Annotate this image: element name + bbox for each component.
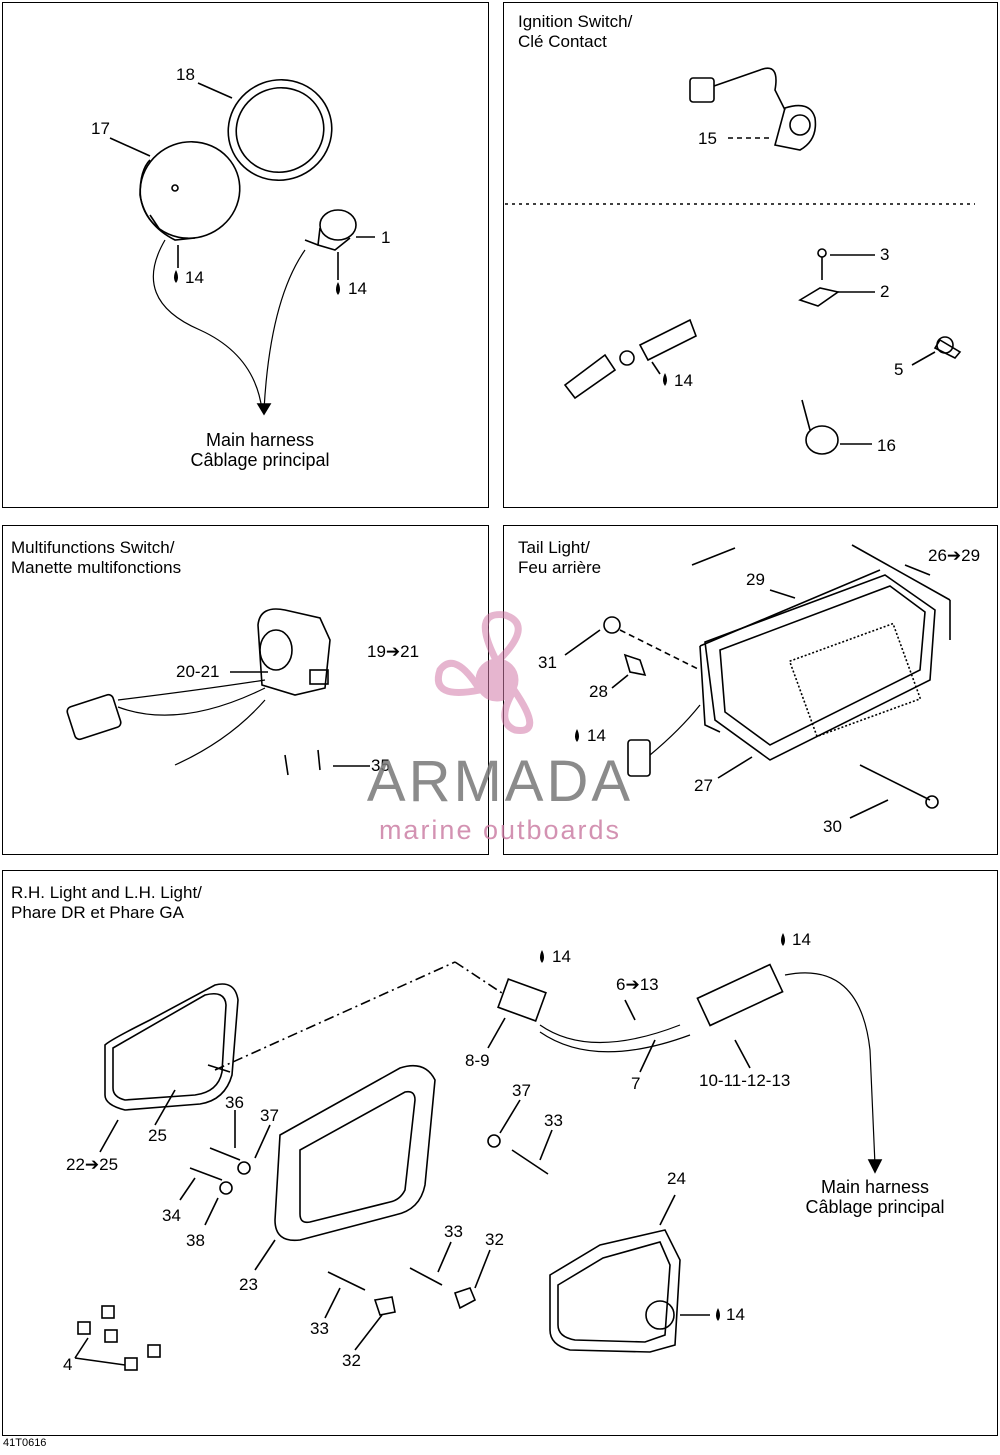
watermark-subtitle: marine outboards: [378, 815, 622, 845]
main-harness-label-top: Main harness Câblage principal: [160, 430, 360, 470]
cable-tie-part-16: [801, 399, 839, 455]
bulb-part-28: [623, 653, 647, 677]
connector-part-10-13: [696, 963, 784, 1027]
main-harness-line1: Main harness: [820, 1177, 930, 1197]
callout-32-b: 32: [342, 1351, 361, 1370]
bracket-part-2: [798, 287, 840, 307]
callout-33-a: 33: [544, 1111, 563, 1130]
taillight-title-line2: Feu arrière: [518, 558, 602, 577]
multifunction-title-line2: Manette multifonctions: [11, 558, 182, 577]
callout-36: 36: [225, 1093, 244, 1112]
callout-33-c: 33: [310, 1319, 329, 1338]
main-harness-label-bottom: Main harness Câblage principal: [775, 1177, 975, 1217]
socket-part-1: [304, 209, 357, 251]
ignition-title-line2: Clé Contact: [518, 32, 607, 51]
knob-part-32b: [373, 1296, 396, 1316]
callout-31: 31: [538, 653, 557, 672]
callout-15: 15: [698, 129, 717, 148]
callout-7: 7: [631, 1074, 641, 1093]
callout-24: 24: [667, 1169, 686, 1188]
main-harness-line2: Câblage principal: [805, 1197, 945, 1217]
callout-14-a: 14: [185, 268, 204, 287]
screw-part-36: [209, 1147, 241, 1161]
bolt-part-5: [933, 336, 962, 359]
callout-29: 29: [746, 570, 765, 589]
rh-lh-title-line2: Phare DR et Phare GA: [11, 903, 184, 922]
headlight-ring-part-18: [227, 78, 333, 182]
callout-14-c: 14: [674, 371, 693, 390]
callout-26-29: 26➔29: [928, 546, 981, 565]
connector-assembly: [563, 318, 698, 400]
callout-25: 25: [148, 1126, 167, 1145]
connector-part-8-9: [497, 978, 547, 1022]
clips-part-4: [77, 1305, 161, 1371]
headlight-lamp-part-17: [139, 140, 241, 241]
callout-18: 18: [176, 65, 195, 84]
rh-lh-title-line1: R.H. Light and L.H. Light/: [11, 883, 202, 902]
multifunction-title-line1: Multifunctions Switch/: [11, 538, 175, 557]
screw-part-30: [859, 764, 939, 809]
lamp-part-25: [104, 983, 239, 1111]
grommet-part-31: [603, 616, 621, 634]
taillight-title-line1: Tail Light/: [518, 538, 590, 557]
panel-headlight: [2, 2, 489, 508]
callout-17: 17: [91, 119, 110, 138]
callout-22-25: 22➔25: [66, 1155, 119, 1174]
callout-34: 34: [162, 1206, 181, 1225]
callout-30: 30: [823, 817, 842, 836]
lamp-part-24: [549, 1229, 681, 1353]
bolt-part-33c: [327, 1271, 366, 1291]
panel-ignition-switch: [503, 2, 998, 508]
screw-part-3: [817, 248, 827, 280]
callout-14-b: 14: [348, 279, 367, 298]
main-harness-line2: Câblage principal: [190, 450, 330, 470]
callout-10-13: 10-11-12-13: [699, 1071, 791, 1090]
multifunction-switch-part-20-21: [257, 608, 331, 696]
callout-23: 23: [239, 1275, 258, 1294]
gasket-part-29: [699, 569, 881, 733]
callout-27: 27: [694, 776, 713, 795]
washer-part-38: [219, 1181, 233, 1195]
callout-14-d: 14: [587, 726, 606, 745]
callout-6-13: 6➔13: [616, 975, 659, 994]
callout-19-21: 19➔21: [367, 642, 420, 661]
figure-code: 41T0616: [3, 1437, 47, 1449]
tail-light-lens-part-27: [704, 574, 936, 761]
ignition-switch-part-15: [689, 67, 817, 151]
bolt-part-33b: [409, 1267, 443, 1286]
callout-1: 1: [381, 228, 391, 247]
callout-5: 5: [894, 360, 904, 379]
callout-3: 3: [880, 245, 890, 264]
callout-28: 28: [589, 682, 608, 701]
callout-37-b: 37: [512, 1081, 531, 1100]
knob-part-32a: [453, 1287, 477, 1310]
callout-38: 38: [186, 1231, 205, 1250]
tail-connector: [627, 739, 651, 777]
callout-8-9: 8-9: [465, 1051, 490, 1070]
screws-part-35: [284, 749, 321, 776]
callout-32-a: 32: [485, 1230, 504, 1249]
callout-37-a: 37: [260, 1106, 279, 1125]
callout-35: 35: [371, 756, 390, 775]
callout-14-f: 14: [792, 930, 811, 949]
ignition-title-line1: Ignition Switch/: [518, 12, 633, 31]
callout-33-b: 33: [444, 1222, 463, 1241]
callout-2: 2: [880, 282, 890, 301]
callout-20-21: 20-21: [176, 662, 220, 681]
watermark-title: ARMADA: [366, 749, 634, 814]
main-harness-line1: Main harness: [205, 430, 315, 450]
callout-14-e: 14: [552, 947, 571, 966]
callout-4: 4: [63, 1355, 73, 1374]
armada-propeller-logo: [435, 611, 534, 734]
panel-rh-lh-light: [2, 870, 998, 1436]
loctite-droplet-icons: [174, 270, 785, 1321]
bolt-part-33a: [511, 1149, 549, 1175]
callout-16: 16: [877, 436, 896, 455]
screw-part-34: [189, 1167, 223, 1181]
callout-14-g: 14: [726, 1305, 745, 1324]
nut-part-37b: [487, 1134, 501, 1148]
frame-part-23: [274, 1064, 436, 1242]
washer-part-37a: [237, 1161, 251, 1175]
